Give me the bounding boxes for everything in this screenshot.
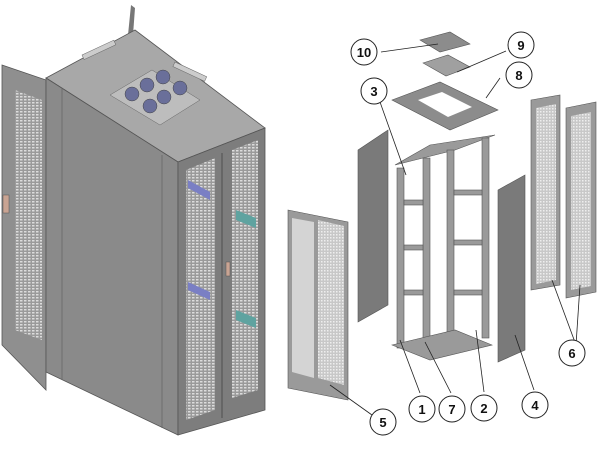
fan-icon (124, 86, 140, 102)
part-3-side-panel (357, 129, 389, 323)
cable-mast (128, 5, 135, 35)
part-9-fan-tray (422, 54, 471, 77)
part-6-rear-doors (530, 94, 597, 299)
callout-8: 8 (505, 61, 533, 89)
fan-icon (172, 80, 188, 96)
part-8-roof-frame (391, 81, 499, 131)
open-left-door[interactable] (1, 64, 47, 391)
door-handle-icon[interactable] (2, 194, 10, 214)
callout-label: 2 (480, 401, 487, 416)
callout-4: 4 (521, 391, 549, 419)
callout-label: 4 (531, 398, 539, 413)
top-fan-panel (109, 69, 201, 126)
callout-2: 2 (470, 394, 498, 422)
part-5-front-door (287, 209, 349, 401)
callout-label: 6 (568, 346, 575, 361)
callout-5: 5 (369, 408, 397, 436)
callout-10: 10 (350, 38, 378, 66)
callout-label: 5 (379, 415, 386, 430)
fan-icon (142, 98, 158, 114)
part-frame (391, 134, 496, 361)
callout-7: 7 (438, 395, 466, 423)
exploded-view (287, 31, 597, 401)
front-door-right-mesh[interactable] (232, 140, 258, 398)
callout-9: 9 (507, 31, 535, 59)
callout-label: 1 (418, 402, 425, 417)
callout-3: 3 (360, 77, 388, 105)
callout-label: 9 (517, 38, 524, 53)
callout-label: 7 (448, 402, 455, 417)
fan-icon (139, 77, 155, 93)
part-10-top-cover (419, 31, 471, 53)
callout-1: 1 (408, 395, 436, 423)
callout-label: 3 (370, 84, 377, 99)
callout-6: 6 (558, 339, 586, 367)
fan-icon (155, 69, 171, 85)
callouts (329, 43, 581, 421)
part-4-side-panel (497, 174, 526, 363)
door-handle-icon[interactable] (225, 261, 231, 277)
assembled-cabinet (1, 5, 266, 436)
callout-label: 8 (515, 68, 522, 83)
callout-label: 10 (357, 45, 371, 60)
fan-icon (156, 89, 172, 105)
